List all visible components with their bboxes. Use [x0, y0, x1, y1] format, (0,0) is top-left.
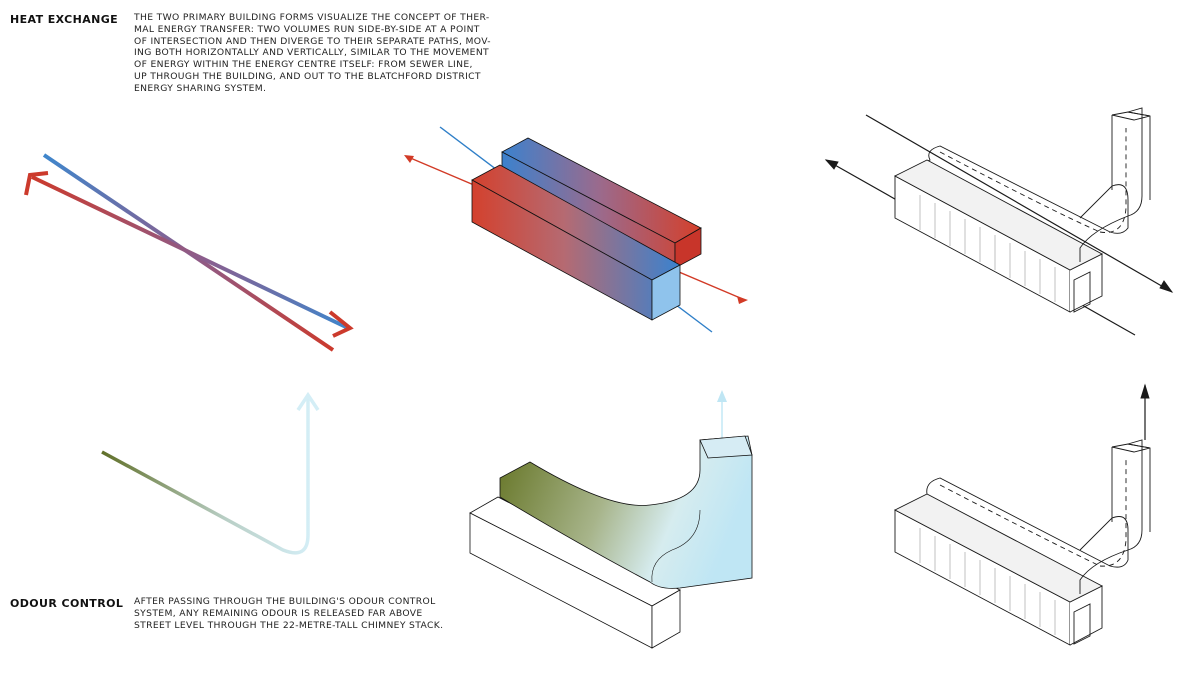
odour-flow-arrow: [101, 391, 320, 555]
odour-volumes: [469, 390, 753, 649]
heat-exchange-arrows: [24, 153, 354, 352]
hot-arrowhead-right: [328, 310, 354, 338]
heat-exchange-building-outline: [824, 107, 1174, 336]
hot-pipe-arrow-right: [737, 296, 748, 304]
heat-exchange-volumes: [404, 126, 748, 333]
odour-control-heading: ODOUR CONTROL: [10, 597, 124, 610]
odour-building-outline: [894, 383, 1151, 646]
hot-pipe-arrow-left: [404, 155, 414, 163]
odour-control-description: AFTER PASSING THROUGH THE BUILDING'S ODO…: [134, 596, 444, 631]
heat-exchange-heading: HEAT EXCHANGE: [10, 13, 119, 26]
hot-arrowhead-left: [24, 171, 49, 196]
up-arrowhead: [296, 391, 320, 411]
heat-exchange-description: THE TWO PRIMARY BUILDING FORMS VISUALIZE…: [134, 12, 491, 94]
hot-flow-line: [31, 175, 349, 330]
